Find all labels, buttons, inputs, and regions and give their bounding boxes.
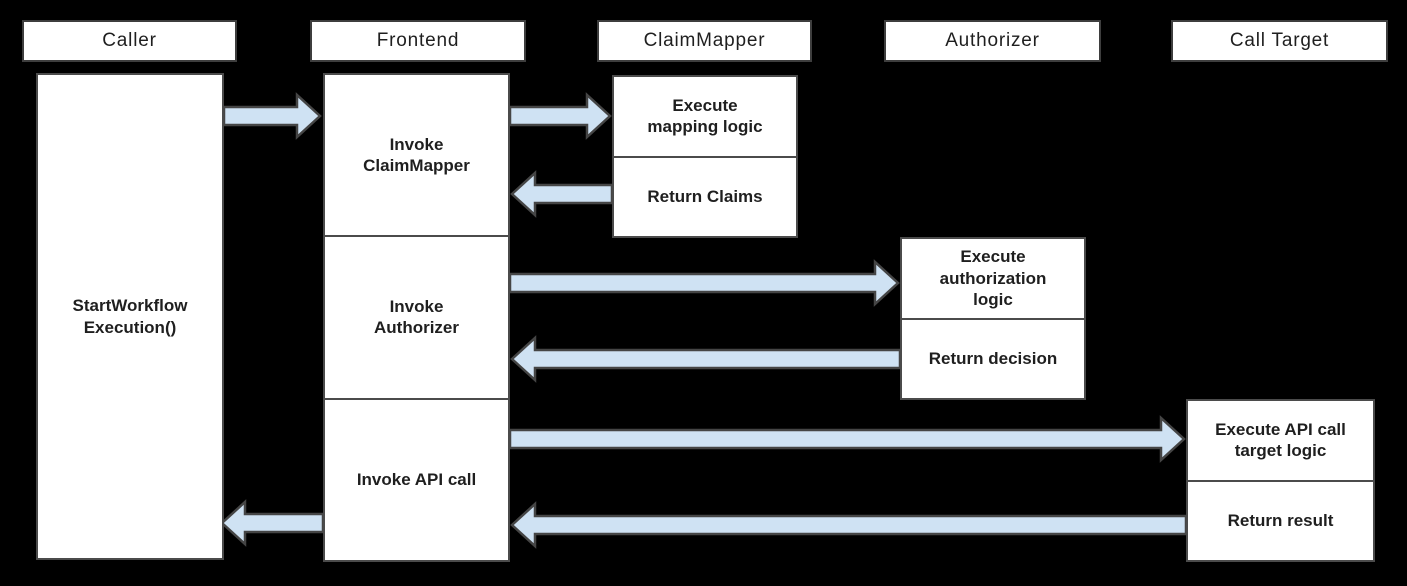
- step-return-decision: Return decision: [902, 317, 1084, 399]
- lane-header-label: Call Target: [1229, 30, 1330, 51]
- lane-header-caller: Caller: [22, 20, 237, 62]
- arrow-authorizer-to-frontend: [510, 335, 902, 383]
- activation-claimmapper: Execute mapping logic Return Claims: [612, 75, 798, 238]
- step-label: StartWorkflow Execution(): [72, 296, 188, 337]
- lane-header-label: Caller: [102, 30, 157, 51]
- activation-frontend: Invoke ClaimMapper Invoke Authorizer Inv…: [323, 73, 510, 562]
- step-invoke-authorizer: Invoke Authorizer: [325, 235, 508, 397]
- lane-header-call-target: Call Target: [1171, 20, 1388, 62]
- arrow-caller-to-frontend: [222, 92, 322, 140]
- step-label: Return result: [1227, 511, 1334, 531]
- step-execute-mapping-logic: Execute mapping logic: [614, 77, 796, 156]
- step-return-result: Return result: [1188, 479, 1373, 561]
- step-label: Invoke ClaimMapper: [363, 134, 470, 176]
- step-return-claims: Return Claims: [614, 155, 796, 237]
- step-label: Execute API call target logic: [1215, 420, 1346, 461]
- arrow-claimmapper-to-frontend: [510, 170, 614, 218]
- step-execute-authorization-logic: Execute authorization logic: [902, 239, 1084, 318]
- activation-call-target: Execute API call target logic Return res…: [1186, 399, 1375, 562]
- arrow-frontend-to-caller: [220, 499, 325, 547]
- step-startworkflow-execution: StartWorkflow Execution(): [38, 75, 222, 558]
- step-execute-api-call-target-logic: Execute API call target logic: [1188, 401, 1373, 480]
- arrow-frontend-to-claimmapper: [508, 92, 612, 140]
- step-label: Return Claims: [647, 187, 763, 207]
- lane-header-label: ClaimMapper: [643, 30, 766, 51]
- step-invoke-claimmapper: Invoke ClaimMapper: [325, 75, 508, 235]
- step-label: Invoke Authorizer: [374, 297, 459, 338]
- lane-header-label: Authorizer: [945, 30, 1040, 51]
- lane-header-claimmapper: ClaimMapper: [597, 20, 812, 62]
- activation-authorizer: Execute authorization logic Return decis…: [900, 237, 1086, 400]
- step-label: Execute mapping logic: [647, 96, 763, 137]
- arrow-frontend-to-authorizer: [508, 259, 900, 307]
- step-label: Invoke API call: [356, 470, 477, 490]
- step-invoke-api-call: Invoke API call: [325, 397, 508, 560]
- arrow-calltarget-to-frontend: [510, 501, 1188, 549]
- step-label: Return decision: [928, 349, 1058, 369]
- lane-header-authorizer: Authorizer: [884, 20, 1101, 62]
- step-label: Execute authorization logic: [939, 247, 1047, 309]
- arrow-frontend-to-calltarget: [508, 415, 1186, 463]
- activation-caller: StartWorkflow Execution(): [36, 73, 224, 560]
- lane-header-frontend: Frontend: [310, 20, 526, 62]
- lane-header-label: Frontend: [376, 30, 460, 51]
